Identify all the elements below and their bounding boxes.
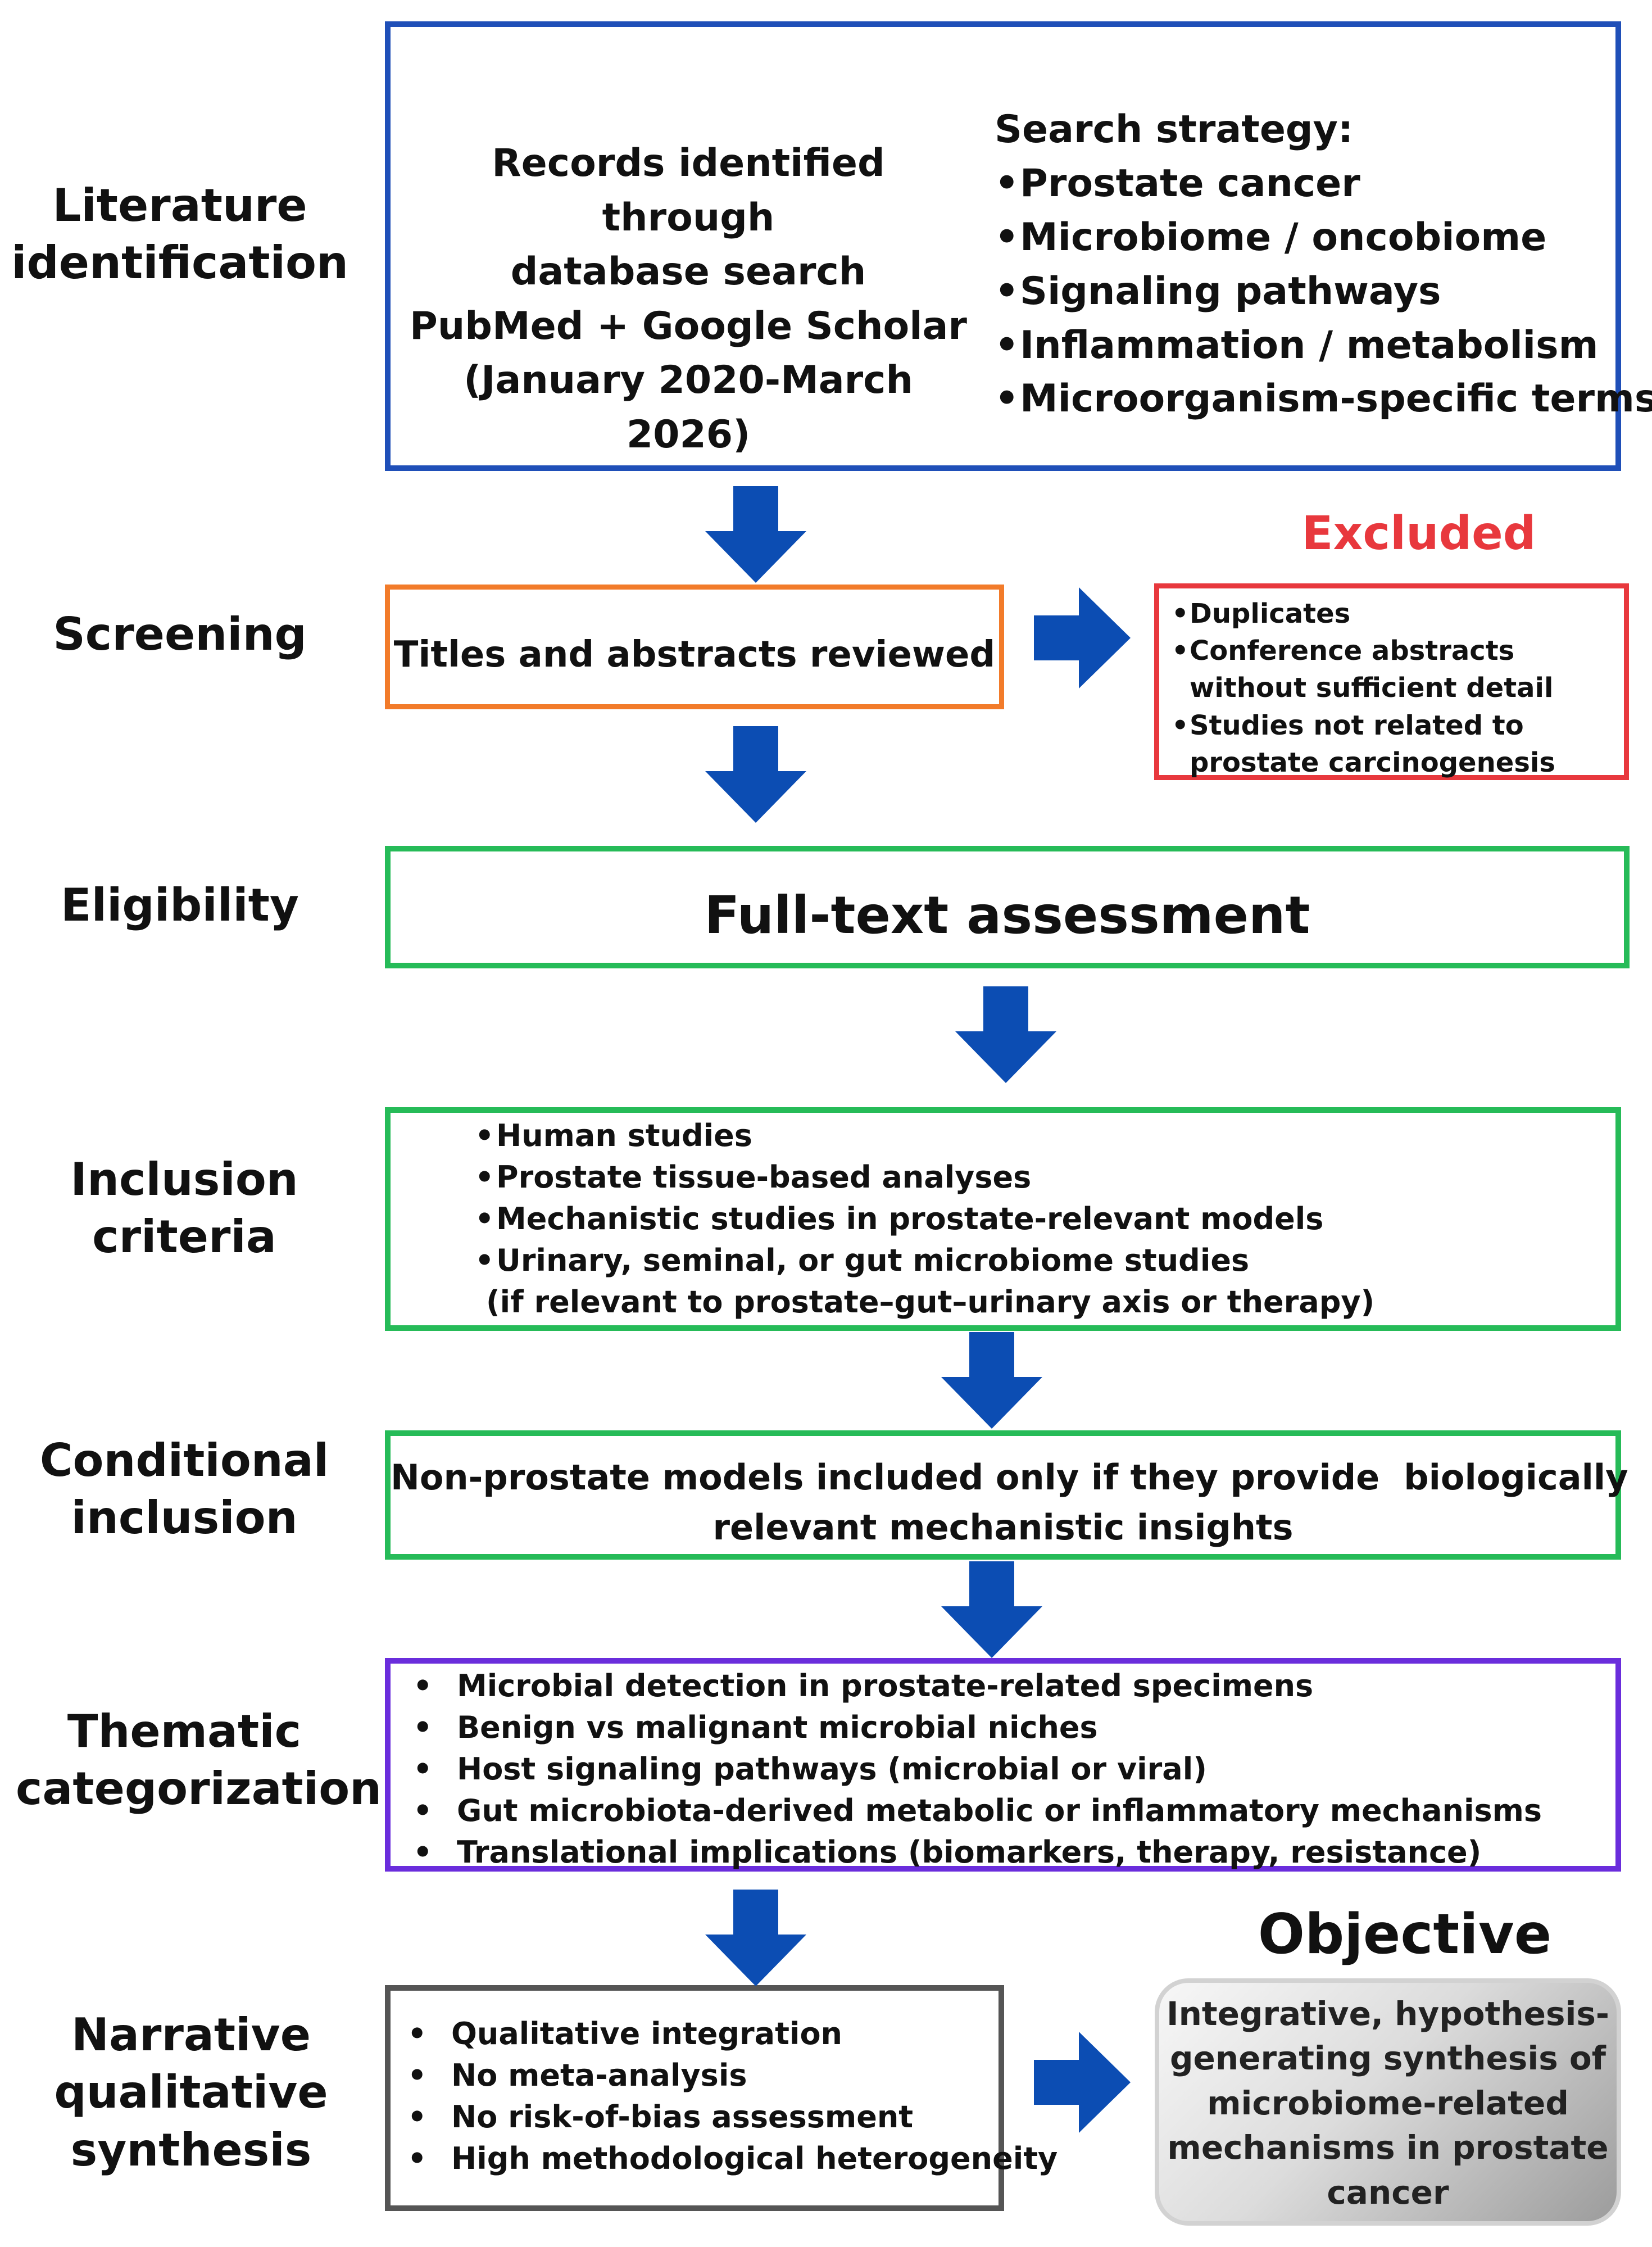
narrative-box: Qualitative integration No meta-analysis… bbox=[385, 1985, 1058, 2211]
arrow-down-icon bbox=[941, 1332, 1042, 1429]
stage-label-line: Inclusion bbox=[70, 1153, 298, 1206]
eligibility-text: Full-text assessment bbox=[704, 885, 1310, 945]
stage-label-line: identification bbox=[11, 237, 348, 289]
inclusion-item: Human studies bbox=[475, 1115, 1374, 1157]
excluded-item: Studies not related to prostate carcinog… bbox=[1172, 707, 1621, 781]
arrow-right-icon bbox=[1034, 587, 1131, 688]
stage-label-line: Thematic bbox=[67, 1705, 302, 1757]
search-strategy-title: Search strategy: bbox=[995, 107, 1354, 152]
excluded-box: Duplicates Conference abstracts without … bbox=[1154, 583, 1629, 780]
records-text: Records identified through database sear… bbox=[407, 137, 969, 462]
stage-label-line: Screening bbox=[53, 608, 307, 660]
stage-label-line: qualitative bbox=[54, 2066, 328, 2119]
narrative-item: No risk-of-bias assessment bbox=[407, 2096, 1058, 2138]
excluded-item: Conference abstracts without sufficient … bbox=[1172, 632, 1621, 706]
eligibility-box: Full-text assessment bbox=[385, 846, 1630, 968]
arrow-down-icon bbox=[955, 986, 1056, 1083]
inclusion-item: Prostate tissue-based analyses bbox=[475, 1157, 1374, 1198]
objective-box: Integrative, hypothesis- generating synt… bbox=[1155, 1978, 1621, 2226]
narrative-item: High methodological heterogeneity bbox=[407, 2138, 1058, 2180]
conditional-text: Non-prostate models included only if the… bbox=[391, 1453, 1628, 1552]
conditional-box: Non-prostate models included only if the… bbox=[385, 1430, 1628, 1560]
objective-text: Integrative, hypothesis- generating synt… bbox=[1159, 1992, 1617, 2215]
thematic-item: Gut microbiota-derived metabolic or infl… bbox=[413, 1790, 1542, 1832]
records-line: Records identified through bbox=[492, 141, 885, 240]
stage-label-screening: Screening bbox=[11, 606, 348, 663]
inclusion-box: Human studies Prostate tissue-based anal… bbox=[385, 1107, 1621, 1331]
objective-title: Objective bbox=[1258, 1902, 1552, 1967]
objective-line: Integrative, hypothesis- bbox=[1167, 1995, 1609, 2033]
arrow-down-icon bbox=[941, 1561, 1042, 1658]
arrow-down-icon bbox=[705, 726, 806, 823]
thematic-item: Microbial detection in prostate-related … bbox=[413, 1665, 1542, 1707]
thematic-item: Benign vs malignant microbial niches bbox=[413, 1707, 1542, 1748]
arrow-right-icon bbox=[1034, 2032, 1131, 2133]
inclusion-item: Mechanistic studies in prostate-relevant… bbox=[475, 1198, 1374, 1240]
narrative-item: No meta-analysis bbox=[407, 2055, 1058, 2096]
thematic-box: Microbial detection in prostate-related … bbox=[385, 1658, 1621, 1873]
inclusion-note: (if relevant to prostate–gut–urinary axi… bbox=[486, 1284, 1375, 1320]
stage-label-narrative: Narrative qualitative synthesis bbox=[22, 2006, 360, 2179]
stage-label-line: criteria bbox=[92, 1211, 276, 1263]
stage-label-identification: Literature identification bbox=[11, 177, 348, 292]
search-strategy: Search strategy: Prostate cancer Microbi… bbox=[995, 103, 1652, 426]
inclusion-item: Urinary, seminal, or gut microbiome stud… bbox=[475, 1240, 1374, 1281]
objective-line: generating synthesis of bbox=[1169, 2039, 1606, 2078]
stage-label-conditional: Conditional inclusion bbox=[16, 1432, 353, 1547]
stage-label-line: categorization bbox=[16, 1763, 382, 1815]
objective-line: cancer bbox=[1327, 2173, 1449, 2212]
conditional-line: Non-prostate models included only if the… bbox=[391, 1457, 1628, 1498]
objective-line: microbiome-related bbox=[1207, 2083, 1569, 2122]
screening-text: Titles and abstracts reviewed bbox=[393, 634, 996, 676]
strategy-item: Inflammation / metabolism bbox=[995, 319, 1652, 373]
stage-label-line: synthesis bbox=[70, 2123, 312, 2176]
conditional-line: relevant mechanistic insights bbox=[712, 1506, 1294, 1548]
stage-label-thematic: Thematic categorization bbox=[16, 1703, 382, 1818]
strategy-item: Microbiome / oncobiome bbox=[995, 211, 1652, 265]
narrative-list: Qualitative integration No meta-analysis… bbox=[407, 2013, 1058, 2180]
stage-label-inclusion: Inclusion criteria bbox=[16, 1151, 353, 1266]
records-line: database search bbox=[510, 250, 866, 295]
records-line: (January 2020-March 2026) bbox=[464, 358, 913, 457]
excluded-title: Excluded bbox=[1301, 507, 1536, 560]
strategy-item: Microorganism-specific terms bbox=[995, 372, 1652, 426]
arrow-down-icon bbox=[705, 486, 806, 583]
excluded-list: Duplicates Conference abstracts without … bbox=[1172, 595, 1621, 781]
stage-label-line: Conditional bbox=[39, 1434, 329, 1487]
inclusion-list: Human studies Prostate tissue-based anal… bbox=[475, 1115, 1374, 1323]
screening-box: Titles and abstracts reviewed bbox=[385, 585, 1004, 709]
stage-label-line: inclusion bbox=[71, 1492, 298, 1544]
strategy-item: Signaling pathways bbox=[995, 265, 1652, 319]
thematic-item: Host signaling pathways (microbial or vi… bbox=[413, 1748, 1542, 1790]
stage-label-eligibility: Eligibility bbox=[11, 877, 348, 934]
thematic-list: Microbial detection in prostate-related … bbox=[413, 1665, 1542, 1873]
thematic-item: Translational implications (biomarkers, … bbox=[413, 1832, 1542, 1873]
objective-line: mechanisms in prostate bbox=[1167, 2128, 1609, 2167]
arrow-down-icon bbox=[705, 1890, 806, 1986]
strategy-item: Prostate cancer bbox=[995, 157, 1652, 211]
stage-label-line: Narrative bbox=[71, 2009, 311, 2061]
records-line: PubMed + Google Scholar bbox=[410, 303, 967, 348]
stage-label-line: Literature bbox=[52, 179, 307, 232]
stage-label-line: Eligibility bbox=[60, 879, 299, 931]
identification-box: Records identified through database sear… bbox=[385, 21, 1652, 471]
excluded-item: Duplicates bbox=[1172, 595, 1621, 632]
narrative-item: Qualitative integration bbox=[407, 2013, 1058, 2055]
